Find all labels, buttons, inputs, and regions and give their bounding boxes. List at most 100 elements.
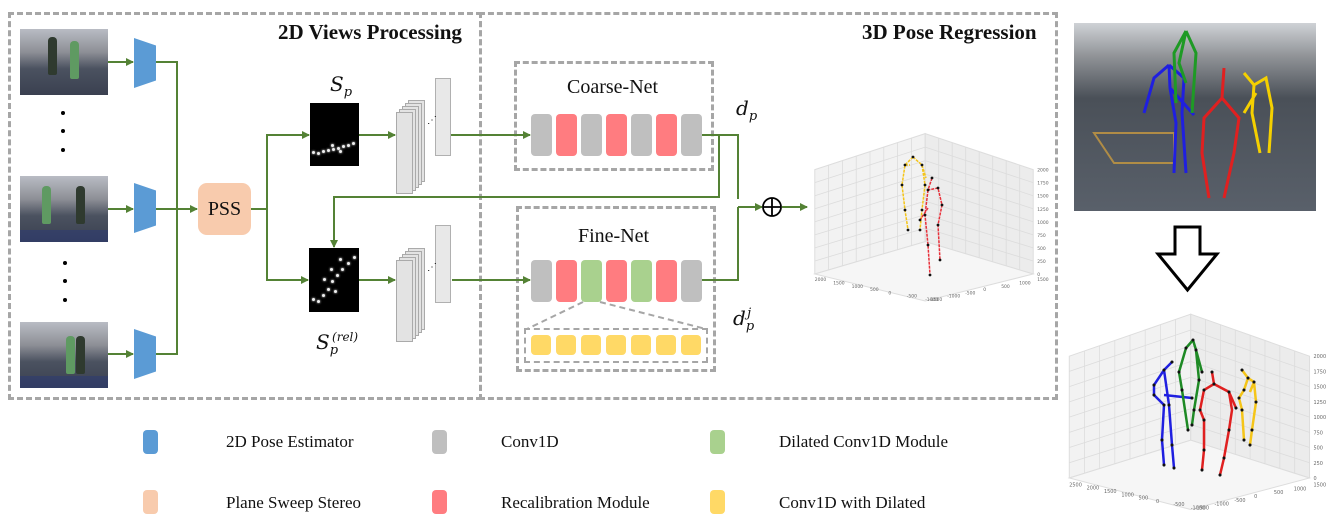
dilated-conv1d-unit <box>556 335 576 355</box>
dilated-conv1d-unit <box>631 335 651 355</box>
arrow-pss-split <box>251 131 310 210</box>
skeleton-joint <box>903 163 907 167</box>
y-tick-label: -500 <box>1234 498 1245 504</box>
recalibration-block <box>606 114 627 156</box>
gridline <box>814 200 926 236</box>
coarse-net-box <box>514 61 714 171</box>
x-tick-label: 2000 <box>815 277 827 283</box>
skeleton-joint <box>938 258 942 262</box>
skeleton-joint <box>936 223 940 227</box>
x-tick-label: -500 <box>907 294 917 300</box>
gridline <box>925 214 1034 249</box>
skeleton-joint <box>1210 370 1214 374</box>
legend-swatch-conv1d <box>432 430 447 454</box>
dilated-conv1d-unit <box>531 335 551 355</box>
skeleton-joint <box>1227 428 1231 432</box>
skeleton-joint <box>1252 380 1256 384</box>
skeleton-joint <box>918 228 922 232</box>
sp-rel-heatmap <box>309 248 359 312</box>
dilated-conv1d-unit <box>581 335 601 355</box>
z-tick-label: 1750 <box>1314 369 1327 375</box>
skeleton-joint <box>923 213 927 217</box>
dilated-conv-block <box>581 260 602 302</box>
arrow-coarse-feedback <box>330 135 720 248</box>
x-tick-label: 1000 <box>852 284 864 290</box>
skeleton-joint <box>1222 456 1226 460</box>
skeleton-joint <box>1162 463 1166 467</box>
skeleton-joint <box>1200 370 1204 374</box>
z-tick-label: 500 <box>1314 446 1323 452</box>
z-tick-label: 1000 <box>1314 415 1327 421</box>
ellipsis-dot <box>63 261 67 265</box>
skeleton-joint <box>1218 473 1222 477</box>
skeleton-joint <box>1212 382 1216 386</box>
recalibration-block <box>556 114 577 156</box>
dilated-conv1d-unit <box>606 335 626 355</box>
z-tick-label: 1250 <box>1037 207 1049 213</box>
dpj-label: dpj <box>733 306 755 334</box>
skeleton-joint <box>936 186 940 190</box>
pss-block: PSS <box>198 183 251 235</box>
skeleton-joint <box>1242 438 1246 442</box>
skeleton-joint <box>1197 378 1201 382</box>
pose-estimator-2 <box>134 183 156 233</box>
camera-view-2 <box>20 176 108 242</box>
skeleton-joint <box>930 176 934 180</box>
x-tick-label: -500 <box>1173 502 1184 508</box>
arrow-pss-split-down <box>266 209 309 284</box>
skeleton-joint <box>1234 406 1238 410</box>
skeleton-joint <box>1170 443 1174 447</box>
gridline <box>925 187 1034 223</box>
recalibration-block <box>656 260 677 302</box>
legend-swatch-dilated-module <box>710 430 725 454</box>
z-tick-label: 2000 <box>1037 168 1049 174</box>
coarse-net-label: Coarse-Net <box>567 76 659 98</box>
gridline <box>814 187 926 223</box>
arrow-fine-out <box>702 207 739 281</box>
arrow-coarse-out <box>702 134 739 199</box>
skeleton-blue <box>1142 63 1196 174</box>
skeleton-yellow <box>1242 72 1274 154</box>
skeleton-joint <box>1240 408 1244 412</box>
skeleton-joint <box>1240 368 1244 372</box>
x-tick-label: 500 <box>1139 496 1148 502</box>
legend-label-pose-estimator: 2D Pose Estimator <box>226 432 354 451</box>
skeleton-joint <box>1198 408 1202 412</box>
y-tick-label: -1500 <box>929 297 942 303</box>
skeleton-joint <box>1192 408 1196 412</box>
recalibration-block <box>606 260 627 302</box>
pose-regression-title: 3D Pose Regression <box>862 20 1037 44</box>
y-tick-label: 0 <box>983 287 986 293</box>
x-tick-label: 2000 <box>1087 486 1100 492</box>
skeleton-joint <box>1186 428 1190 432</box>
y-tick-label: -1000 <box>1215 502 1229 508</box>
x-tick-label: 0 <box>1156 499 1159 505</box>
conv1d-block <box>681 260 702 302</box>
skeleton-joint <box>1202 448 1206 452</box>
plot-floor <box>1067 439 1312 511</box>
gridline <box>814 214 926 249</box>
z-tick-label: 250 <box>1314 461 1323 467</box>
conv1d-block <box>631 114 652 156</box>
skeleton-joint <box>903 208 907 212</box>
z-tick-label: 1500 <box>1314 385 1327 391</box>
skeleton-joint <box>940 203 944 207</box>
skeleton-joint <box>920 208 924 212</box>
x-tick-label: 1000 <box>1121 492 1134 498</box>
dilated-expansion-lines <box>526 301 707 330</box>
x-tick-label: -1000 <box>1191 506 1205 512</box>
z-tick-label: 0 <box>1037 272 1040 278</box>
sum-operator <box>762 197 782 217</box>
skeleton-joint <box>1180 388 1184 392</box>
dilated-conv-block <box>631 260 652 302</box>
gridline <box>814 227 926 262</box>
skeleton-joint <box>1254 400 1258 404</box>
z-tick-label: 750 <box>1314 430 1323 436</box>
skeleton-joint <box>926 188 930 192</box>
gridline <box>1190 376 1310 418</box>
gridline <box>925 200 1034 236</box>
skeleton-joint <box>1190 423 1194 427</box>
skeleton-joint <box>1194 348 1198 352</box>
skeleton-joint <box>928 273 932 277</box>
